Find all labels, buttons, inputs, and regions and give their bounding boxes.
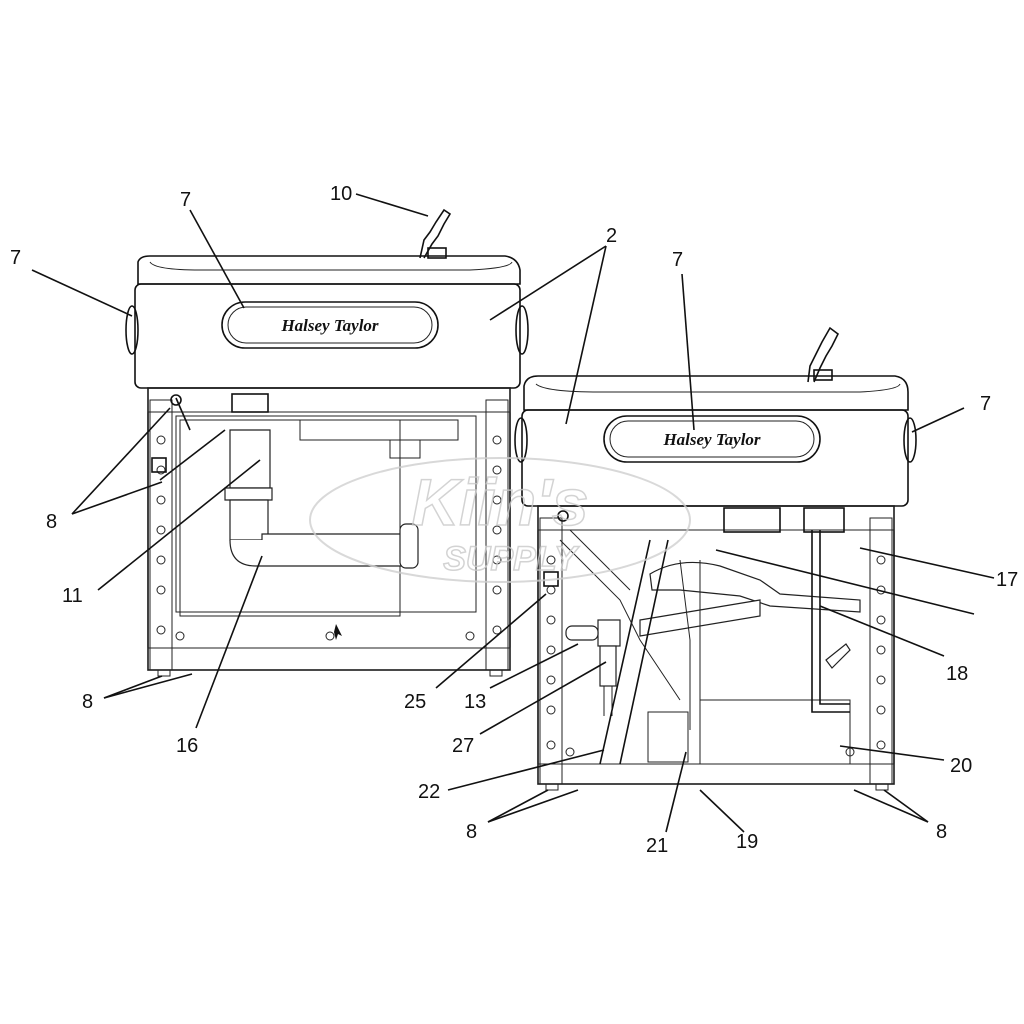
- left-brand-logo: Halsey Taylor: [280, 316, 378, 335]
- callout-8-left-upper: 8: [46, 511, 57, 533]
- callout-10: 10: [330, 183, 352, 205]
- callout-13: 13: [464, 691, 486, 713]
- callout-20: 20: [950, 755, 972, 777]
- leader-lines: [31, 193, 995, 833]
- callout-2: 2: [606, 225, 617, 247]
- left-logo-plate: [221, 301, 439, 349]
- callout-18: 18: [946, 663, 968, 685]
- callout-17: 17: [996, 569, 1018, 591]
- callout-7-right-outer: 7: [980, 393, 991, 415]
- callout-27: 27: [452, 735, 474, 757]
- left-front-panel: [134, 283, 521, 389]
- callout-11: 11: [62, 585, 83, 607]
- svg-text:Kiin's: Kiin's: [411, 465, 588, 539]
- callout-7-right-logo: 7: [672, 249, 683, 271]
- callout-labels: 7 10 7 2 7 7 8 11 16 8 25 13 27 22 8 21 …: [10, 183, 1018, 857]
- right-logo-plate: [603, 415, 821, 463]
- left-bubbler: [419, 208, 452, 259]
- callout-8-left-lower: 8: [82, 691, 93, 713]
- compressor: [699, 699, 851, 765]
- callout-16: 16: [176, 735, 198, 757]
- right-bubbler: [807, 326, 840, 383]
- callout-7-left-logo: 7: [180, 189, 191, 211]
- callout-25: 25: [404, 691, 426, 713]
- left-basin-top: [137, 255, 521, 285]
- right-frame: [537, 505, 895, 785]
- svg-text:SUPPLY: SUPPLY: [443, 540, 580, 578]
- callout-19: 19: [736, 831, 758, 853]
- right-basin-top: [523, 375, 909, 411]
- watermark: Kiin's SUPPLY: [309, 457, 691, 583]
- right-brand-logo: Halsey Taylor: [662, 430, 760, 449]
- callout-8-right-right: 8: [936, 821, 947, 843]
- right-fountain-unit: Halsey Taylor: [514, 326, 917, 791]
- callout-7-left-outer: 7: [10, 247, 21, 269]
- callout-21: 21: [646, 835, 668, 857]
- left-fountain-unit: Halsey Taylor: [125, 208, 529, 677]
- callout-8-right-left: 8: [466, 821, 477, 843]
- callout-22: 22: [418, 781, 440, 803]
